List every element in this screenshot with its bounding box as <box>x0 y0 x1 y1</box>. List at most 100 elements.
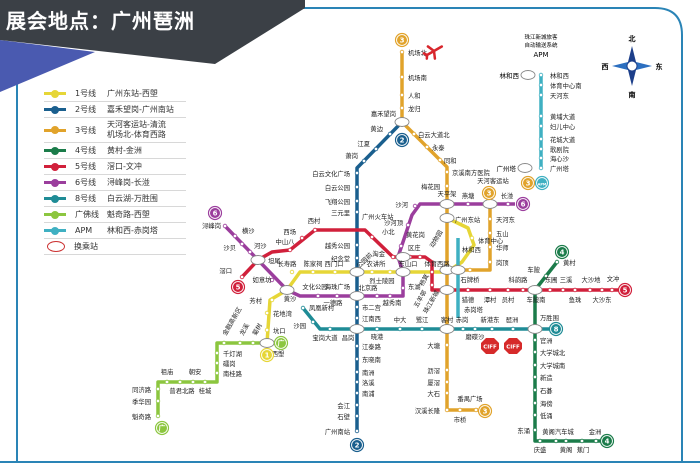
station-dot[interactable] <box>354 209 360 215</box>
station-dot[interactable] <box>405 222 411 228</box>
station-label[interactable]: 机场北 <box>408 48 428 57</box>
station-label[interactable]: 龙归 <box>408 104 421 113</box>
station-label[interactable]: 朝安 <box>189 367 202 376</box>
station-label[interactable]: 江南西 <box>362 314 381 323</box>
station-label[interactable]: 动物园 <box>427 228 444 249</box>
station-dot[interactable] <box>354 255 360 261</box>
station-dot[interactable] <box>532 400 538 406</box>
station-dot[interactable] <box>538 92 544 98</box>
station-label[interactable]: 黄阁汽车城 <box>542 427 574 436</box>
transfer-station-icon[interactable] <box>439 199 455 209</box>
station-label[interactable]: 宝岗大道 <box>312 333 338 342</box>
station-label[interactable]: 万胜围 <box>540 313 559 322</box>
station-label[interactable]: 科韵路 <box>509 275 529 284</box>
station-dot[interactable] <box>354 390 360 396</box>
station-dot[interactable] <box>599 287 605 293</box>
transfer-station-icon[interactable] <box>349 324 365 334</box>
station-dot[interactable] <box>538 155 544 161</box>
station-label[interactable]: 如意坊 <box>253 275 273 284</box>
station-label[interactable]: 石碁 <box>540 386 553 395</box>
station-dot[interactable] <box>444 169 450 175</box>
station-label[interactable]: 中山八 <box>276 237 296 246</box>
transfer-station-icon[interactable] <box>349 291 365 301</box>
station-dot[interactable] <box>399 105 405 111</box>
station-dot[interactable] <box>398 243 404 249</box>
station-label[interactable]: 中大 <box>394 315 407 324</box>
station-label[interactable]: 石牌桥 <box>461 275 481 284</box>
station-label[interactable]: 大学城北 <box>540 348 566 357</box>
station-label[interactable]: 一德路 <box>324 298 344 307</box>
station-label[interactable]: 坑口 <box>273 326 286 335</box>
station-label[interactable]: 官洲 <box>540 336 553 345</box>
station-dot[interactable] <box>532 362 538 368</box>
station-dot[interactable] <box>239 274 245 280</box>
station-label[interactable]: 大石 <box>427 389 440 398</box>
station-label[interactable]: 广州火车站 <box>362 212 394 221</box>
station-label[interactable]: 新造 <box>540 373 553 382</box>
station-dot[interactable] <box>361 158 367 164</box>
station-label[interactable]: 白云公园 <box>325 183 350 192</box>
station-dot[interactable] <box>537 438 543 444</box>
station-dot[interactable] <box>532 412 538 418</box>
station-label[interactable]: 赤岗塔 <box>464 305 484 314</box>
station-dot[interactable] <box>354 198 360 204</box>
station-dot[interactable] <box>532 374 538 380</box>
station-label[interactable]: 林和西 <box>462 245 481 254</box>
station-dot[interactable] <box>487 244 493 250</box>
station-dot[interactable] <box>538 165 544 171</box>
station-dot[interactable] <box>538 123 544 129</box>
station-dot[interactable] <box>532 349 538 355</box>
station-label[interactable]: 市二宫 <box>362 303 381 312</box>
station-dot[interactable] <box>572 287 578 293</box>
station-label[interactable]: 车陂南 <box>527 295 546 304</box>
station-dot[interactable] <box>554 259 560 265</box>
station-dot[interactable] <box>177 379 183 385</box>
station-label[interactable]: 东涌 <box>517 426 530 435</box>
station-dot[interactable] <box>332 269 338 275</box>
station-label[interactable]: 沙贝 <box>223 244 236 252</box>
transfer-station-icon[interactable] <box>394 117 410 127</box>
station-label[interactable]: 千灯湖 <box>223 349 242 358</box>
station-label[interactable]: 金洲 <box>589 427 602 436</box>
station-dot[interactable] <box>334 293 340 299</box>
station-dot[interactable] <box>465 287 471 293</box>
station-label[interactable]: 黄埔大道 <box>550 112 576 121</box>
station-label[interactable]: 妇儿中心 <box>550 122 576 131</box>
station-dot[interactable] <box>505 201 511 207</box>
station-label[interactable]: 江夏 <box>357 140 370 148</box>
station-dot[interactable] <box>411 131 417 137</box>
station-dot[interactable] <box>487 259 493 265</box>
station-dot[interactable] <box>532 427 538 433</box>
station-label[interactable]: 体育西路 <box>424 259 450 268</box>
station-label[interactable]: 纪念堂 <box>331 254 350 263</box>
station-dot[interactable] <box>400 285 406 291</box>
station-label[interactable]: 季华园 <box>132 397 151 406</box>
station-label[interactable]: 永泰 <box>432 143 445 152</box>
station-dot[interactable] <box>397 326 403 332</box>
station-label[interactable]: 林和西 <box>550 71 569 80</box>
station-label[interactable]: 文化公园 <box>302 282 327 291</box>
station-dot[interactable] <box>221 340 227 346</box>
station-dot[interactable] <box>237 340 243 346</box>
station-label[interactable]: 蕉门 <box>577 445 590 454</box>
station-label[interactable]: 天平架 <box>438 190 458 198</box>
station-label[interactable]: 番禺广场 <box>457 394 482 403</box>
station-dot[interactable] <box>399 49 405 55</box>
station-label[interactable]: 西村 <box>308 216 321 225</box>
station-dot[interactable] <box>444 342 450 348</box>
station-dot[interactable] <box>399 74 405 80</box>
station-dot[interactable] <box>299 235 305 241</box>
station-label[interactable]: 洛溪 <box>362 378 375 387</box>
station-dot[interactable] <box>354 170 360 176</box>
station-label[interactable]: 沙河 <box>395 201 408 209</box>
station-label[interactable]: 三溪 <box>560 275 573 284</box>
station-dot[interactable] <box>399 92 405 98</box>
station-dot[interactable] <box>579 438 585 444</box>
station-label[interactable]: 天河东 <box>550 91 569 100</box>
station-label[interactable]: 礌岗 <box>223 360 236 368</box>
station-label[interactable]: 南浦 <box>362 389 375 398</box>
station-dot[interactable] <box>269 277 275 283</box>
station-dot[interactable] <box>387 269 393 275</box>
station-dot[interactable] <box>387 131 393 137</box>
station-dot[interactable] <box>354 184 360 190</box>
